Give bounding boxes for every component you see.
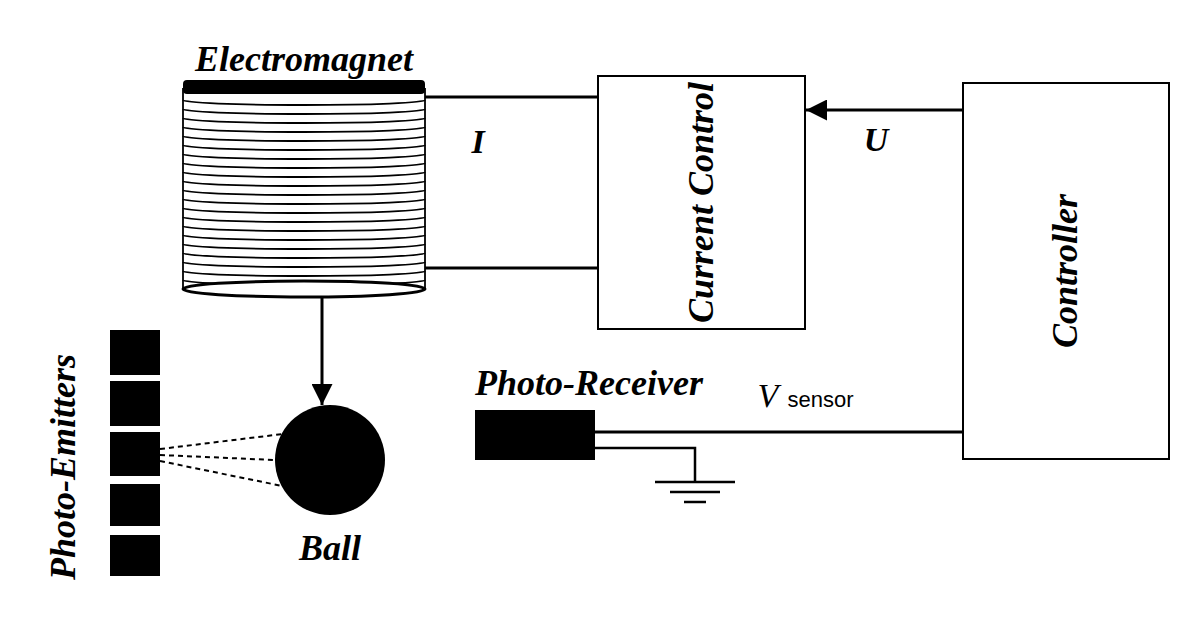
signal-label: I [469, 123, 486, 160]
node-label: Ball [299, 529, 361, 569]
emitter-cells [110, 330, 160, 576]
ground-symbol [595, 448, 735, 502]
signal-wire [425, 267, 597, 270]
node-label: Current Control [682, 82, 722, 323]
signal-wire [321, 297, 324, 405]
light-beam [160, 434, 281, 486]
node-label: Electromagnet [195, 40, 413, 80]
process-box: Controller [962, 82, 1170, 460]
signal-wire [595, 431, 962, 434]
ball-circle: Ball [275, 405, 385, 515]
receiver-block: Photo-Receiver [475, 410, 595, 460]
electromagnet-coil: Electromagnet [183, 82, 425, 297]
signal-wire [425, 96, 597, 99]
node-label: Photo-Emitters [44, 354, 84, 580]
ball-fill [275, 405, 385, 515]
signal-wire [806, 109, 962, 112]
node-label: Photo-Receiver [475, 364, 703, 404]
emitter-array: Photo-Emitters [110, 330, 160, 576]
signal-label: U [862, 121, 891, 158]
coil-windings [183, 88, 425, 289]
signal-label: V sensor [756, 377, 856, 414]
ball-shape [275, 405, 385, 515]
coil-base [183, 281, 425, 297]
node-label: Controller [1046, 194, 1086, 348]
process-box: Current Control [597, 75, 806, 330]
coil-cap [183, 80, 425, 94]
